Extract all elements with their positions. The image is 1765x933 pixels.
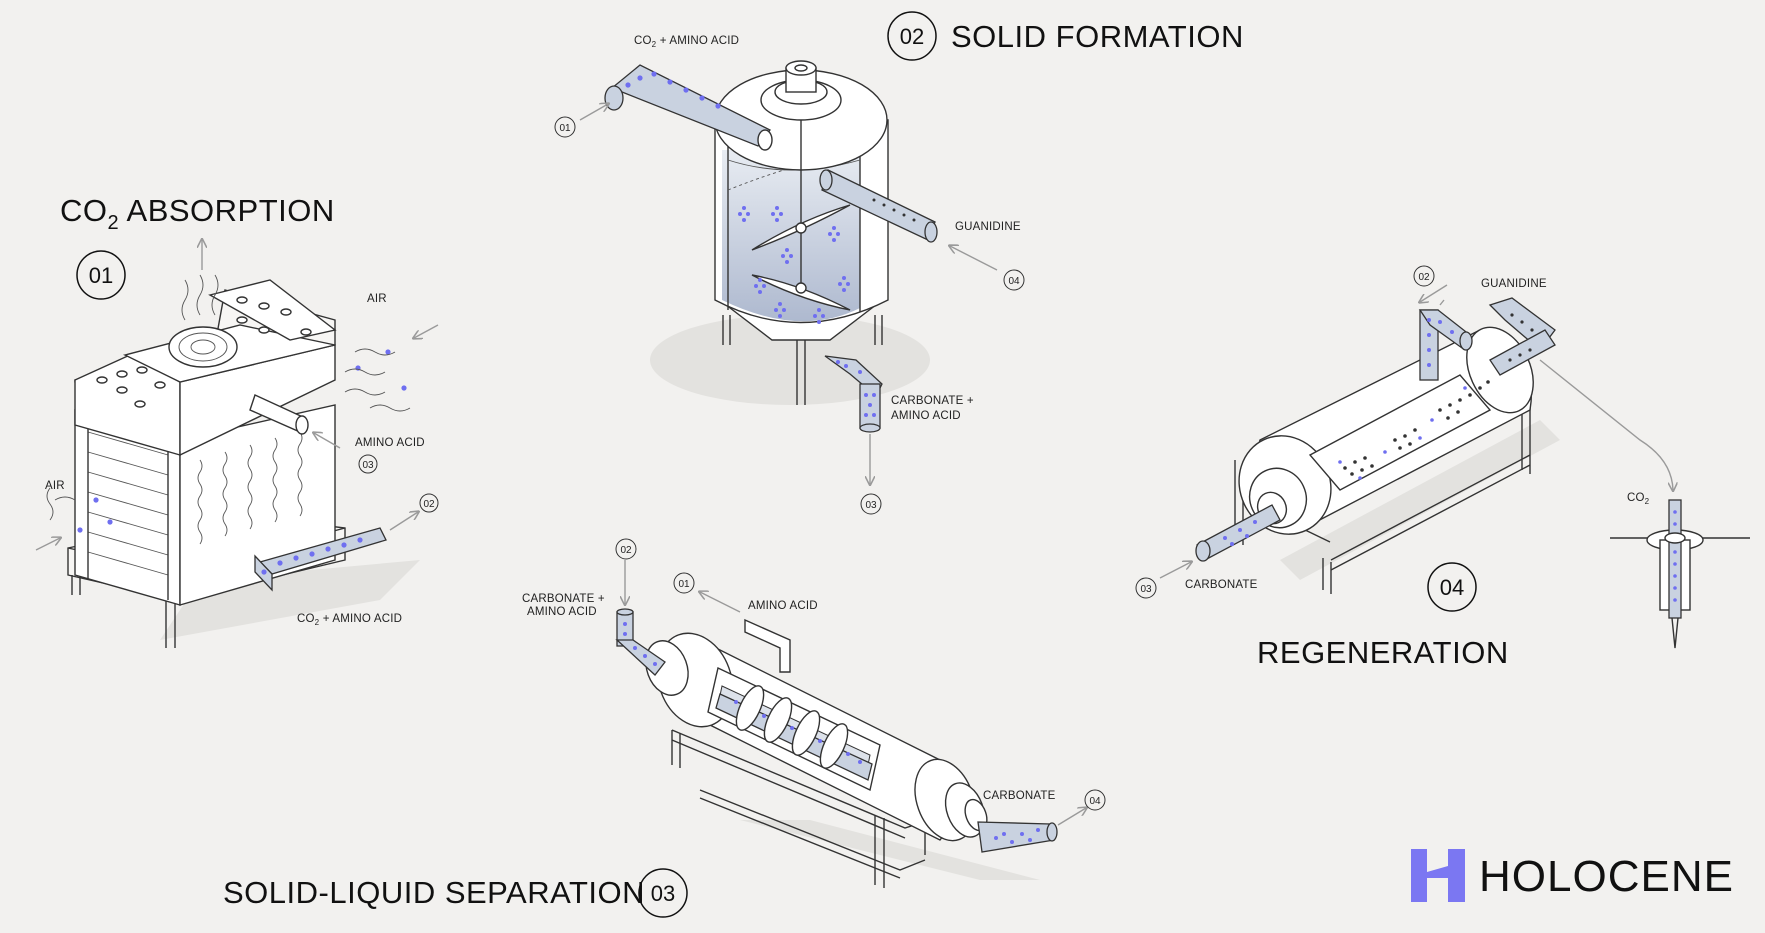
svg-text:03: 03 <box>651 881 675 906</box>
svg-text:02: 02 <box>620 545 632 556</box>
svg-text:02: 02 <box>900 24 924 49</box>
svg-text:04: 04 <box>1440 575 1464 600</box>
stage-01-absorption: CO2 ABSORPTION 01 <box>35 193 439 648</box>
label-carbonate-amino-in-03-l1: CARBONATE + <box>522 593 605 605</box>
svg-text:04: 04 <box>1008 276 1020 287</box>
label-carbonate-03: CARBONATE <box>983 790 1056 802</box>
label-guanidine-04: GUANIDINE <box>1481 278 1547 290</box>
tag-s2-to-03: 03 <box>860 493 882 515</box>
label-co2-04: CO2 <box>1627 492 1650 506</box>
label-amino-acid-01: AMINO ACID <box>355 437 425 449</box>
svg-text:01: 01 <box>678 579 690 590</box>
tag-s4-to-02: 02 <box>1413 265 1435 287</box>
stage-04-regeneration: 04 REGENERATION <box>1135 265 1750 670</box>
svg-text:02: 02 <box>423 499 435 510</box>
co2-compressor <box>1610 499 1750 649</box>
label-co2-amino-in-02: CO2 + AMINO ACID <box>634 35 739 49</box>
mixer-blades <box>751 204 851 311</box>
stage-02-solid-formation: 02 SOLID FORMATION <box>554 11 1244 515</box>
carbonate-outlet-pipe <box>824 355 883 433</box>
svg-text:01: 01 <box>89 263 113 288</box>
stage-02-number-badge: 02 <box>887 11 937 61</box>
svg-text:02: 02 <box>1418 272 1430 283</box>
tag-s2-from-04: 04 <box>1003 269 1025 291</box>
screw-conveyor <box>715 685 873 781</box>
label-carbonate-04: CARBONATE <box>1185 579 1258 591</box>
guanidine-outlet-pipe-04 <box>1418 309 1473 381</box>
stage-01-number-badge: 01 <box>76 250 126 300</box>
brand-name: HOLOCENE <box>1479 852 1734 901</box>
stage-02-title: SOLID FORMATION <box>951 19 1244 54</box>
carbonate-inlet-pipe-04 <box>1195 504 1281 562</box>
stage-03-separation: SOLID-LIQUID SEPARATION 03 <box>223 538 1106 918</box>
guanidine-inlet-pipe <box>819 169 938 243</box>
stage-03-title: SOLID-LIQUID SEPARATION <box>223 875 645 910</box>
label-air-left: AIR <box>45 480 65 492</box>
co2-amino-inlet-pipe <box>604 64 773 151</box>
co2-outlet-pipe-04 <box>1488 297 1556 376</box>
label-amino-acid-03: AMINO ACID <box>748 600 818 612</box>
stage-04-title: REGENERATION <box>1257 635 1509 670</box>
carbonate-outlet-pipe-03 <box>977 821 1058 853</box>
stage-03-number-badge: 03 <box>638 868 688 918</box>
tag-s3-from-02: 02 <box>615 538 637 560</box>
tag-s3-to-04: 04 <box>1084 789 1106 811</box>
separator-frame <box>671 729 931 888</box>
holocene-brand: HOLOCENE <box>1411 849 1734 902</box>
amino-acid-outlet-pipe-03 <box>744 618 791 673</box>
label-carbonate-amino-out-02-l1: CARBONATE + <box>891 395 974 407</box>
stage-04-number-badge: 04 <box>1427 562 1477 612</box>
svg-text:01: 01 <box>559 123 571 134</box>
tag-s1-to-03: 03 <box>358 454 378 474</box>
svg-text:03: 03 <box>362 460 374 471</box>
tag-s3-to-01: 01 <box>673 572 695 594</box>
label-carbonate-amino-out-02-l2: AMINO ACID <box>891 410 961 422</box>
co2-outlet-pipe <box>254 527 387 592</box>
svg-text:03: 03 <box>1140 584 1152 595</box>
label-co2-amino-out-01: CO2 + AMINO ACID <box>297 613 402 627</box>
carbonate-amino-inlet-pipe-03 <box>615 608 666 676</box>
label-air-top: AIR <box>367 293 387 305</box>
tag-s1-to-02: 02 <box>419 493 439 513</box>
tag-s2-from-01: 01 <box>554 116 576 138</box>
svg-text:03: 03 <box>865 500 877 511</box>
amino-acid-inlet-pipe <box>249 394 309 435</box>
holocene-logo-icon <box>1411 849 1465 902</box>
label-guanidine-02: GUANIDINE <box>955 221 1021 233</box>
stage-01-title: CO2 ABSORPTION <box>60 193 335 234</box>
svg-text:04: 04 <box>1089 796 1101 807</box>
label-carbonate-amino-in-03-l2: AMINO ACID <box>527 606 597 618</box>
tag-s4-from-03: 03 <box>1135 577 1157 599</box>
